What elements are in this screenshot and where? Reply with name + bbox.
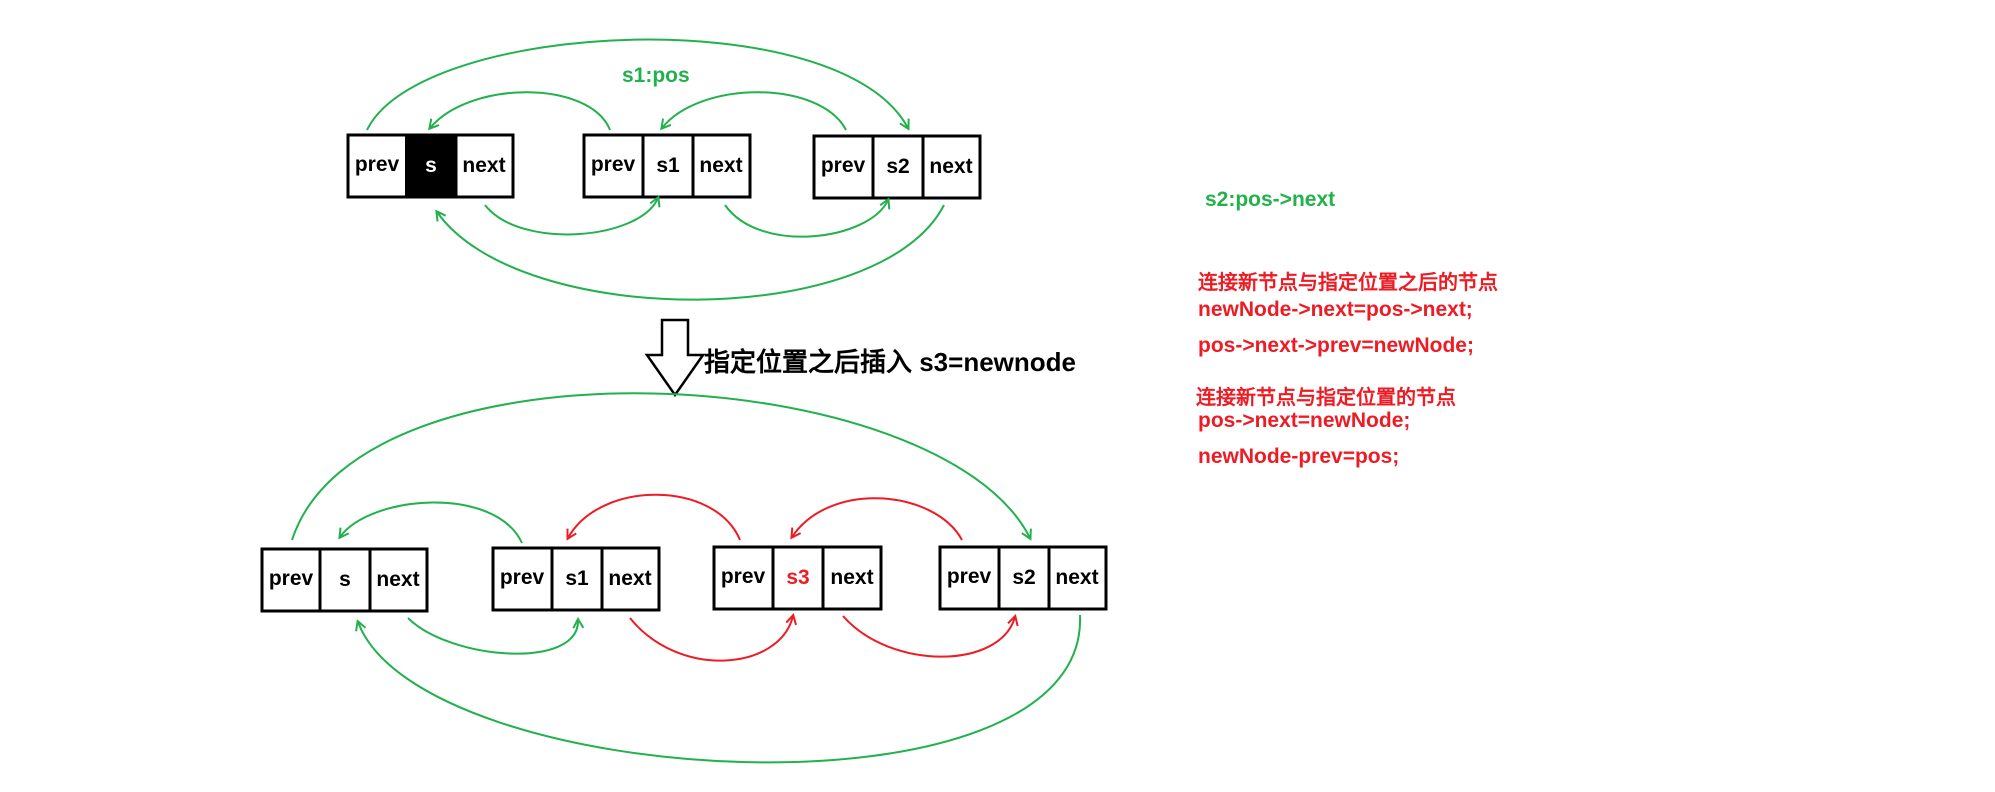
down-arrow-icon bbox=[644, 318, 706, 398]
node-prev-label: prev bbox=[500, 566, 545, 589]
step1-code-line1: newNode->next=pos->next; bbox=[1198, 298, 1473, 321]
step1-code-line2: pos->next->prev=newNode; bbox=[1198, 334, 1474, 357]
pos-label: s1:pos bbox=[622, 64, 690, 87]
step2-title: 连接新节点与指定位置的节点 bbox=[1196, 387, 1456, 409]
top-node-s: prev s next bbox=[346, 133, 515, 199]
top-arrow-s-next-to-s2-prev bbox=[366, 38, 908, 130]
step2-code-line1: pos->next=newNode; bbox=[1198, 409, 1411, 432]
bottom-node-s: prev s next bbox=[260, 547, 429, 613]
top-arrow-s2-prev-to-s1 bbox=[662, 91, 847, 131]
bottom-arrow-s-next-to-s1 bbox=[407, 618, 578, 655]
top-node-s1: prev s1 next bbox=[582, 133, 752, 199]
bottom-arrow-s3-prev-to-s1 bbox=[568, 493, 741, 540]
node-next-label: next bbox=[376, 568, 419, 591]
node-value-label: s1 bbox=[656, 154, 680, 177]
bottom-arrow-s3-next-to-s2 bbox=[842, 616, 1015, 658]
s2-pos-next-label: s2:pos->next bbox=[1205, 188, 1336, 211]
step1-title: 连接新节点与指定位置之后的节点 bbox=[1198, 272, 1498, 294]
bottom-node-s1: prev s1 next bbox=[491, 546, 661, 612]
top-arrow-s2-next-to-s bbox=[437, 204, 945, 301]
node-prev-label: prev bbox=[947, 565, 992, 588]
node-prev-label: prev bbox=[355, 153, 400, 176]
bottom-arrow-s2-prev-to-s3 bbox=[792, 497, 963, 541]
top-node-s2: prev s2 next bbox=[812, 134, 982, 200]
node-value-label: s3 bbox=[786, 566, 809, 589]
node-next-label: next bbox=[1055, 566, 1098, 589]
node-prev-label: prev bbox=[591, 153, 636, 176]
top-arrow-s1-next-to-s2 bbox=[724, 200, 888, 238]
node-next-label: next bbox=[608, 567, 651, 590]
bottom-arrow-s1-prev-to-s bbox=[340, 501, 523, 544]
node-value-label: s bbox=[339, 568, 351, 591]
transition-label: 指定位置之后插入 s3=newnode bbox=[704, 347, 1076, 377]
node-prev-label: prev bbox=[269, 567, 314, 590]
node-value-label: s bbox=[425, 154, 437, 177]
node-value-label: s2 bbox=[886, 155, 909, 178]
node-next-label: next bbox=[929, 155, 972, 178]
bottom-node-s2: prev s2 next bbox=[938, 545, 1108, 611]
node-prev-label: prev bbox=[821, 154, 866, 177]
bottom-arrow-s2-next-to-s bbox=[358, 614, 1082, 764]
bottom-arrow-s-next-to-s2-prev bbox=[291, 392, 1030, 540]
node-next-label: next bbox=[830, 566, 873, 589]
bottom-node-s3: prev s3 next bbox=[712, 545, 883, 611]
node-value-label: s2 bbox=[1012, 566, 1035, 589]
step2-code-line2: newNode-prev=pos; bbox=[1198, 445, 1400, 468]
top-arrow-s-next-to-s1 bbox=[484, 198, 658, 236]
bottom-arrow-s1-next-to-s3 bbox=[629, 616, 793, 662]
top-arrow-s1-prev-to-s bbox=[430, 91, 611, 131]
node-value-label: s1 bbox=[565, 567, 589, 590]
node-prev-label: prev bbox=[721, 565, 766, 588]
node-next-label: next bbox=[462, 154, 505, 177]
node-next-label: next bbox=[699, 154, 742, 177]
